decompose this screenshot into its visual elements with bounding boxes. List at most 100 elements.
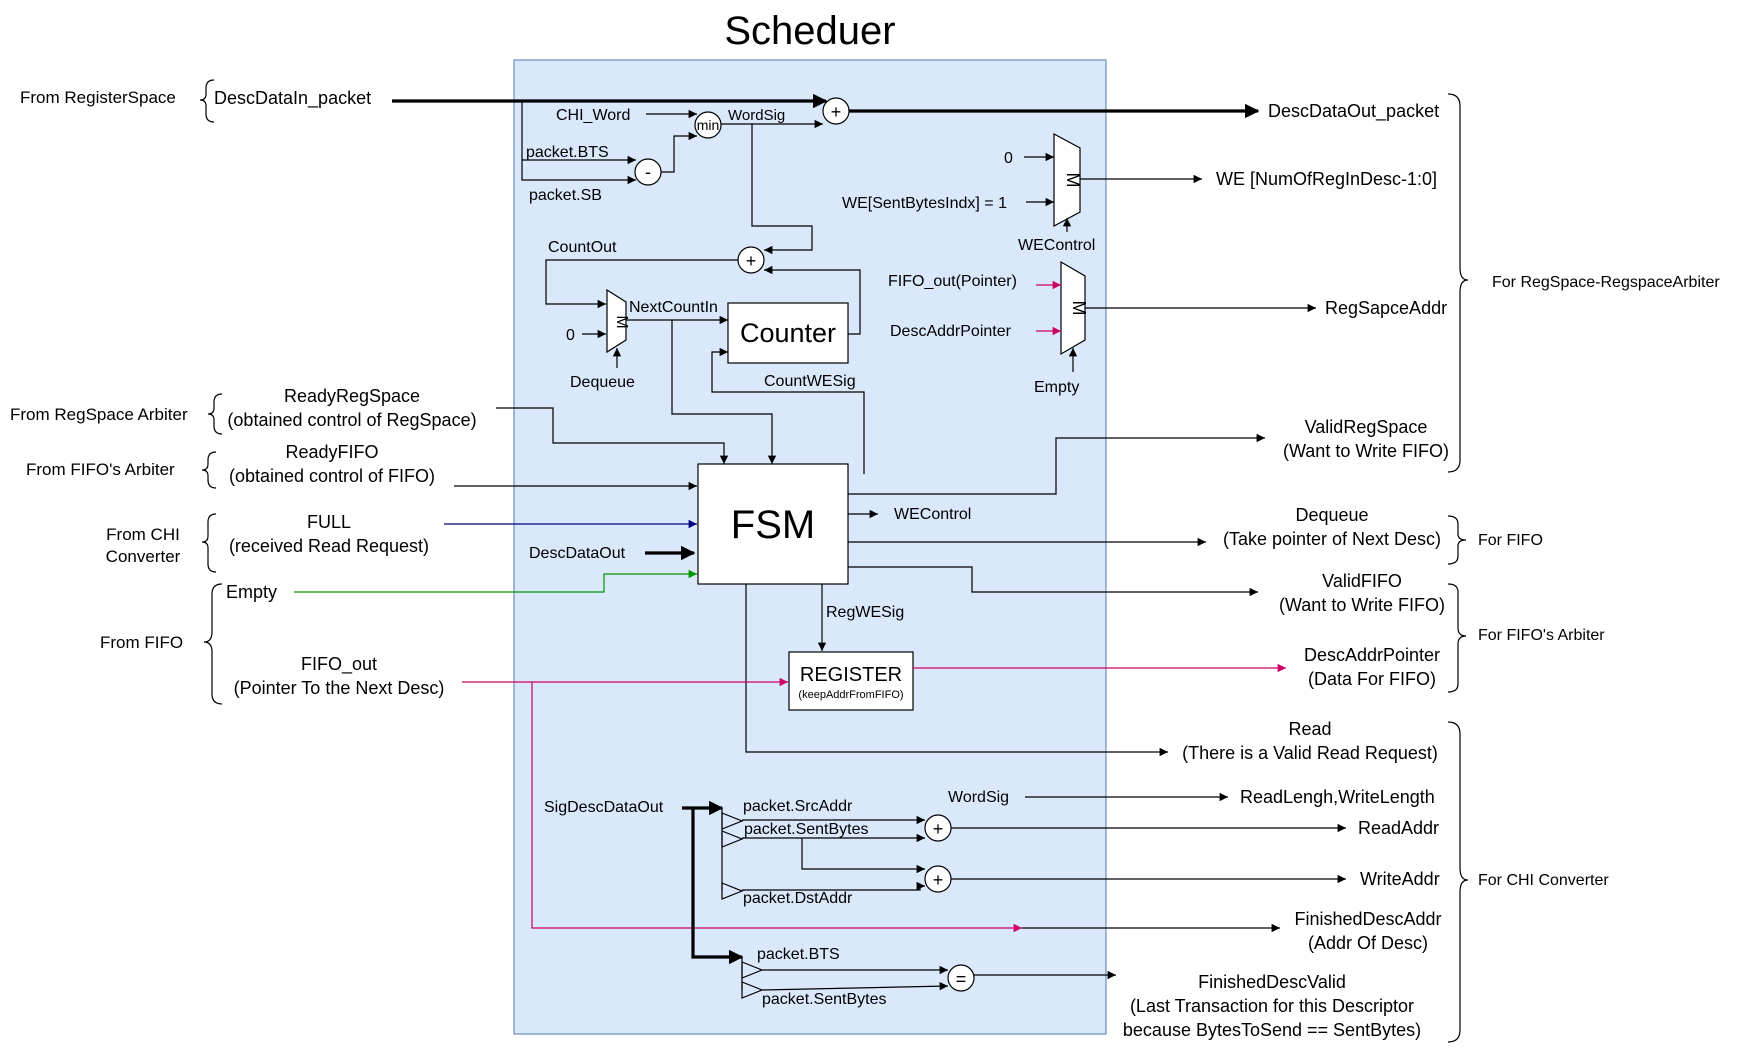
brace-fifo-arbiter: [201, 451, 217, 489]
label-packet-bts-bottom: packet.BTS: [757, 946, 840, 963]
label-packet-dst-addr: packet.DstAddr: [743, 890, 853, 907]
label-desc-addr-pointer-in: DescAddrPointer: [890, 323, 1012, 340]
label-chi-word: CHI_Word: [556, 107, 630, 124]
output-read-sub: (There is a Valid Read Request): [1182, 743, 1438, 763]
label-word-sig: WordSig: [728, 107, 785, 124]
tap-sent-bytes: [721, 830, 744, 848]
min-operator-label: min: [697, 117, 720, 133]
label-we-sent: WE[SentBytesIndx] = 1: [842, 195, 1007, 212]
input-ready-fifo: ReadyFIFO: [285, 442, 378, 462]
input-ready-regspace: ReadyRegSpace: [284, 386, 420, 406]
label-packet-sb: packet.SB: [529, 187, 602, 204]
brace-fifo-group: [1447, 515, 1467, 565]
output-valid-fifo-sub: (Want to Write FIFO): [1279, 595, 1445, 615]
wire-valid-fifo: [848, 566, 1258, 597]
min-operator: [694, 111, 722, 139]
equality-comparator: [947, 964, 975, 992]
diagram-title: Scheduer: [724, 9, 895, 53]
wire-read: [745, 584, 1168, 757]
register-sub-label: (keepAddrFromFIFO): [798, 689, 903, 701]
output-finished-desc-valid-sub1: (Last Transaction for this Descriptor: [1130, 996, 1414, 1016]
counter-label: Counter: [740, 318, 836, 348]
brace-regspace-arbiter-group: [1447, 93, 1469, 473]
output-dequeue-sub: (Take pointer of Next Desc): [1223, 529, 1441, 549]
output-desc-addr-pointer-sub: (Data For FIFO): [1308, 669, 1436, 689]
label-we-control-fsm: WEControl: [894, 506, 971, 523]
fsm-block: [697, 463, 849, 585]
input-ready-regspace-sub: (obtained control of RegSpace): [227, 410, 476, 430]
tap-dst-addr: [721, 882, 744, 900]
brace-fifo-arbiter-group: [1447, 583, 1467, 693]
label-fifo-out-pointer: FIFO_out(Pointer): [888, 273, 1017, 290]
addr-mux: [1060, 260, 1086, 356]
register-label: REGISTER: [800, 664, 902, 686]
counter-block: [727, 302, 849, 364]
wire-branch-bts-sb: [521, 101, 636, 181]
group-fifo-arbiter: For FIFO's Arbiter: [1478, 627, 1605, 644]
label-count-out: CountOut: [548, 239, 617, 256]
wire-word-sig-to-count-adder: [751, 124, 813, 255]
label-we-control-mux: WEControl: [1018, 237, 1095, 254]
input-ready-fifo-sub: (obtained control of FIFO): [229, 466, 435, 486]
input-full-sub: (received Read Request): [229, 536, 429, 556]
source-chi-converter-line1: From CHI: [106, 525, 180, 544]
wire-empty: [294, 569, 697, 593]
output-desc-data-out-packet: DescDataOut_packet: [1268, 101, 1439, 122]
label-count-we-sig: CountWESig: [764, 373, 856, 390]
label-packet-sent-bytes: packet.SentBytes: [744, 821, 869, 838]
output-read: Read: [1288, 719, 1331, 739]
label-next-count-in: NextCountIn: [629, 299, 718, 316]
wire-count-adder-to-mux: [545, 259, 738, 309]
brace-register-space: [199, 79, 215, 123]
tap-src-addr: [721, 812, 744, 830]
group-regspace-arbiter: For RegSpace-RegspaceArbiter: [1492, 274, 1720, 291]
output-finished-desc-valid-sub2: because BytesToSend == SentBytes): [1123, 1020, 1421, 1040]
source-regspace-arbiter: From RegSpace Arbiter: [10, 405, 188, 424]
input-fifo-out: FIFO_out: [301, 654, 377, 675]
wire-sent-bytes-branch: [801, 838, 925, 874]
label-zero-count: 0: [566, 327, 575, 344]
label-word-sig-bottom: WordSig: [948, 789, 1009, 806]
input-desc-data-in: DescDataIn_packet: [214, 88, 371, 109]
output-write-addr: WriteAddr: [1360, 869, 1440, 889]
brace-regspace-arbiter: [207, 393, 223, 435]
adder-write-addr-label: +: [933, 870, 944, 890]
wire-sent-bytes-bottom: [761, 981, 949, 991]
input-fifo-out-sub: (Pointer To the Next Desc): [234, 678, 445, 698]
addr-mux-label: M: [1069, 301, 1089, 316]
source-fifo-arbiter: From FIFO's Arbiter: [26, 460, 175, 479]
wire-valid-regspace: [848, 433, 1265, 495]
input-empty: Empty: [226, 582, 277, 602]
input-full: FULL: [307, 512, 351, 532]
group-fifo: For FIFO: [1478, 532, 1543, 549]
source-chi-converter-line2: Converter: [106, 547, 181, 566]
wire-next-count-to-fsm: [671, 320, 777, 464]
count-mux-label: M: [613, 315, 630, 328]
we-mux: [1053, 132, 1081, 228]
label-empty-sel: Empty: [1034, 379, 1079, 396]
wire-sub-to-min: [661, 131, 697, 173]
output-valid-fifo: ValidFIFO: [1322, 571, 1402, 591]
adder-read-addr-label: +: [933, 819, 944, 839]
label-packet-bts: packet.BTS: [526, 144, 609, 161]
brace-fifo: [203, 583, 223, 705]
wire-ready-regspace: [496, 407, 729, 464]
register-block: [788, 651, 914, 711]
output-dequeue: Dequeue: [1295, 505, 1368, 525]
fsm-label: FSM: [731, 503, 815, 547]
output-valid-regspace: ValidRegSpace: [1305, 417, 1428, 437]
group-chi-converter: For CHI Converter: [1478, 872, 1609, 889]
wire-finished-desc-addr: [531, 682, 1022, 933]
output-desc-addr-pointer: DescAddrPointer: [1304, 645, 1440, 665]
output-we: WE [NumOfRegInDesc-1:0]: [1216, 169, 1437, 189]
output-finished-desc-valid: FinishedDescValid: [1198, 972, 1346, 992]
brace-chi-converter-group: [1447, 721, 1469, 1043]
output-read-addr: ReadAddr: [1358, 818, 1439, 838]
label-packet-sent-bytes-bottom: packet.SentBytes: [762, 991, 887, 1008]
label-reg-we-sig: RegWESig: [826, 604, 904, 621]
output-finished-desc-addr: FinishedDescAddr: [1294, 909, 1441, 929]
subtractor-label: -: [645, 162, 651, 182]
label-packet-src-addr: packet.SrcAddr: [743, 798, 853, 815]
label-dequeue-sel: Dequeue: [570, 374, 635, 391]
